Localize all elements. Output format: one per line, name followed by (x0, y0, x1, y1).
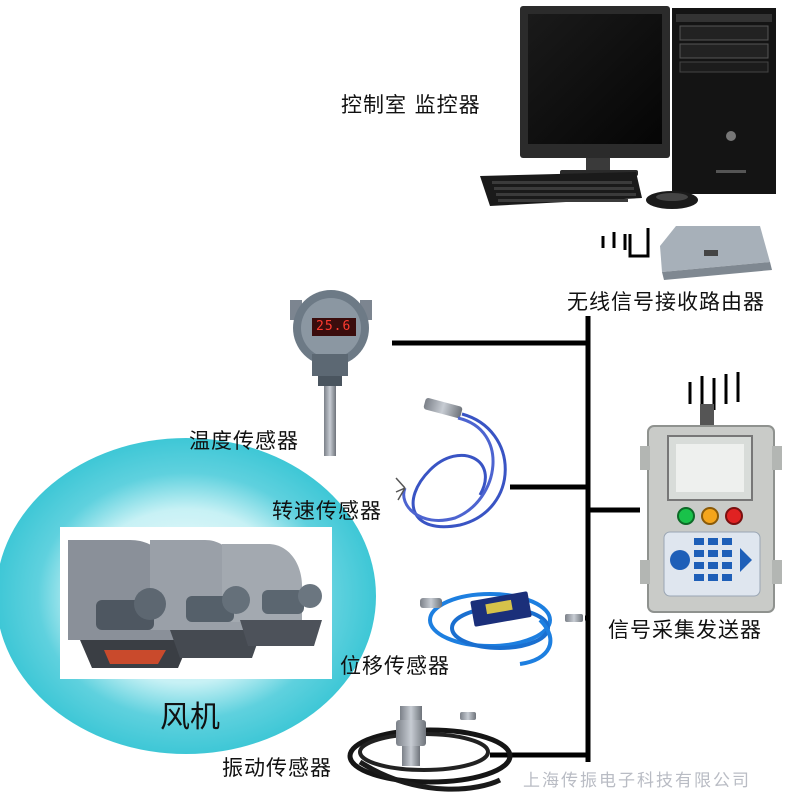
temperature-readout: 25.6 (316, 319, 352, 334)
temperature-sensor-label: 温度传感器 (189, 429, 299, 453)
monitor-label: 控制室 监控器 (341, 93, 481, 117)
wireless-router-icon (601, 226, 772, 280)
displacement-sensor-icon (420, 591, 583, 666)
vibration-sensor-icon (347, 706, 513, 792)
desktop-computer-icon (480, 6, 776, 209)
speed-sensor-icon (395, 397, 507, 529)
bus-lines (392, 316, 640, 762)
company-watermark: 上海传振电子科技有限公司 (523, 771, 751, 791)
temperature-sensor-icon (290, 290, 372, 456)
displacement-sensor-label: 位移传感器 (340, 654, 450, 678)
industrial-fan-icon (0, 438, 376, 754)
vibration-sensor-label: 振动传感器 (222, 756, 332, 780)
signal-collector-icon (640, 372, 782, 613)
speed-sensor-label: 转速传感器 (272, 499, 382, 523)
collector-label: 信号采集发送器 (608, 618, 762, 642)
router-label: 无线信号接收路由器 (567, 290, 765, 314)
fan-label: 风机 (160, 700, 220, 735)
